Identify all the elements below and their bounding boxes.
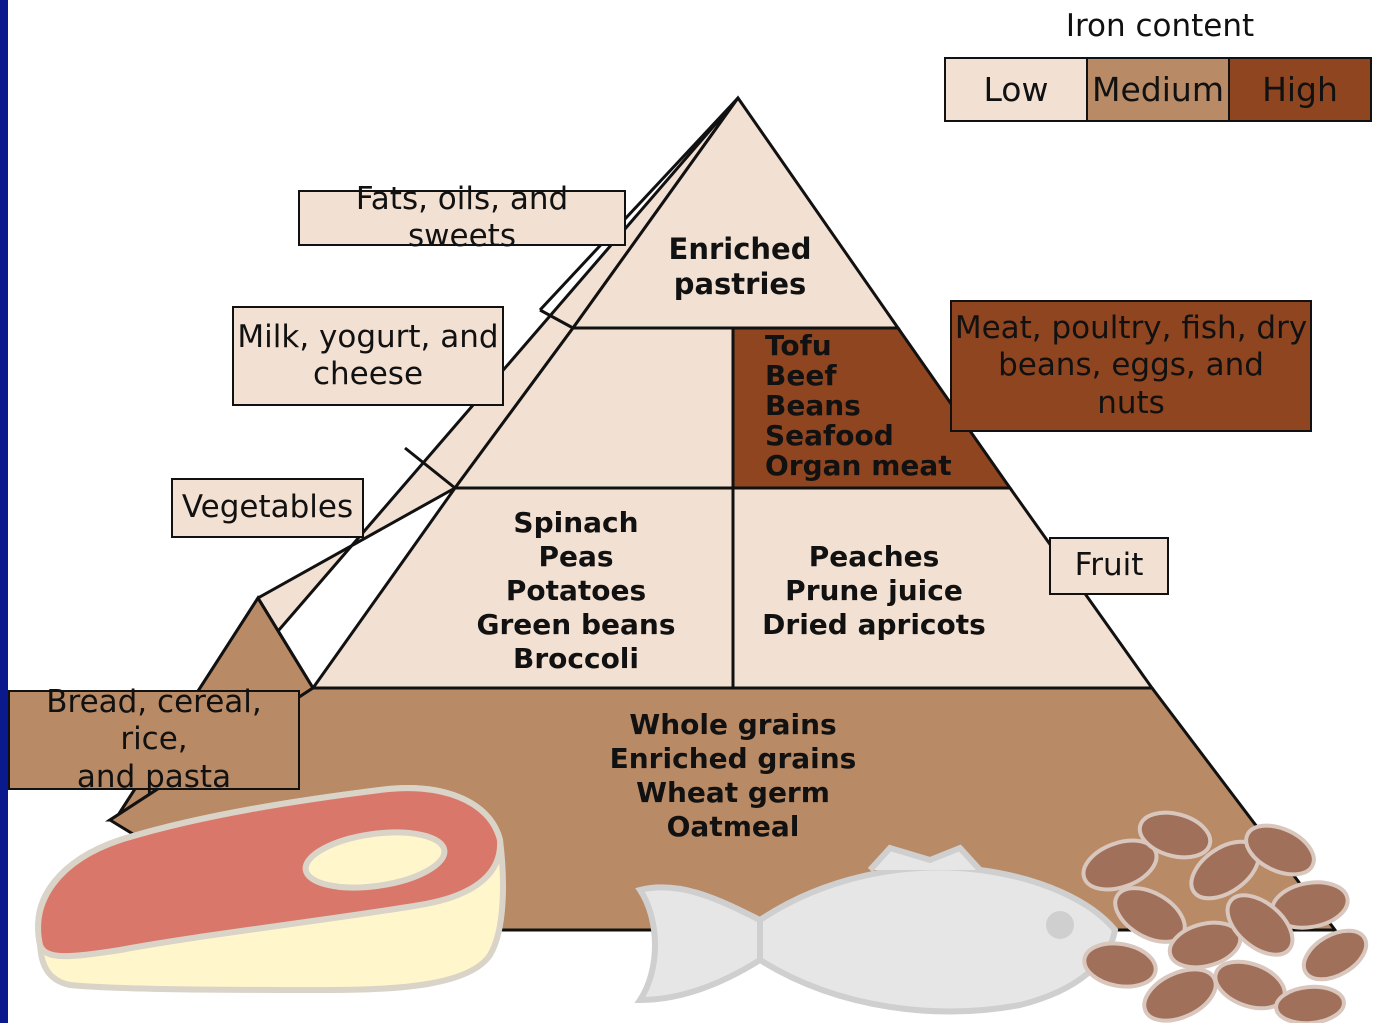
food-item: Beef (765, 361, 985, 391)
food-item: Enriched (640, 232, 840, 267)
food-item: pastries (640, 267, 840, 302)
food-item: Tofu (765, 331, 985, 361)
legend-low-label: Low (984, 70, 1049, 109)
food-item: Organ meat (765, 451, 985, 481)
food-item: Spinach (446, 506, 706, 540)
food-item: Oatmeal (593, 810, 873, 844)
group-label-fruit: Fruit (1049, 537, 1169, 595)
group-label-meat: Meat, poultry, fish, dry beans, eggs, an… (950, 300, 1312, 432)
food-item: Enriched grains (593, 742, 873, 776)
food-item: Whole grains (593, 708, 873, 742)
legend-low: Low (944, 57, 1088, 122)
foods-fruit: Peaches Prune juice Dried apricots (754, 540, 994, 642)
group-label-milk: Milk, yogurt, and cheese (232, 306, 504, 406)
legend-medium-label: Medium (1092, 70, 1224, 109)
food-item: Wheat germ (593, 776, 873, 810)
food-item: Broccoli (446, 642, 706, 676)
food-item: Potatoes (446, 574, 706, 608)
food-item: Seafood (765, 421, 985, 451)
food-item: Green beans (446, 608, 706, 642)
foods-vegetables: Spinach Peas Potatoes Green beans Brocco… (446, 506, 706, 676)
legend-high-label: High (1262, 70, 1338, 109)
foods-meat: Tofu Beef Beans Seafood Organ meat (765, 331, 985, 481)
legend-high: High (1228, 57, 1372, 122)
foods-top: Enriched pastries (640, 232, 840, 302)
food-item: Peaches (754, 540, 994, 574)
steak-icon (38, 788, 503, 990)
food-item: Beans (765, 391, 985, 421)
legend-title: Iron content (1060, 8, 1260, 44)
food-item: Dried apricots (754, 608, 994, 642)
group-label-fats: Fats, oils, and sweets (298, 190, 626, 246)
food-item: Peas (446, 540, 706, 574)
group-label-vegetables: Vegetables (171, 478, 364, 538)
foods-grains: Whole grains Enriched grains Wheat germ … (593, 708, 873, 844)
legend-medium: Medium (1086, 57, 1230, 122)
food-item: Prune juice (754, 574, 994, 608)
group-label-bread: Bread, cereal, rice, and pasta (8, 690, 300, 790)
